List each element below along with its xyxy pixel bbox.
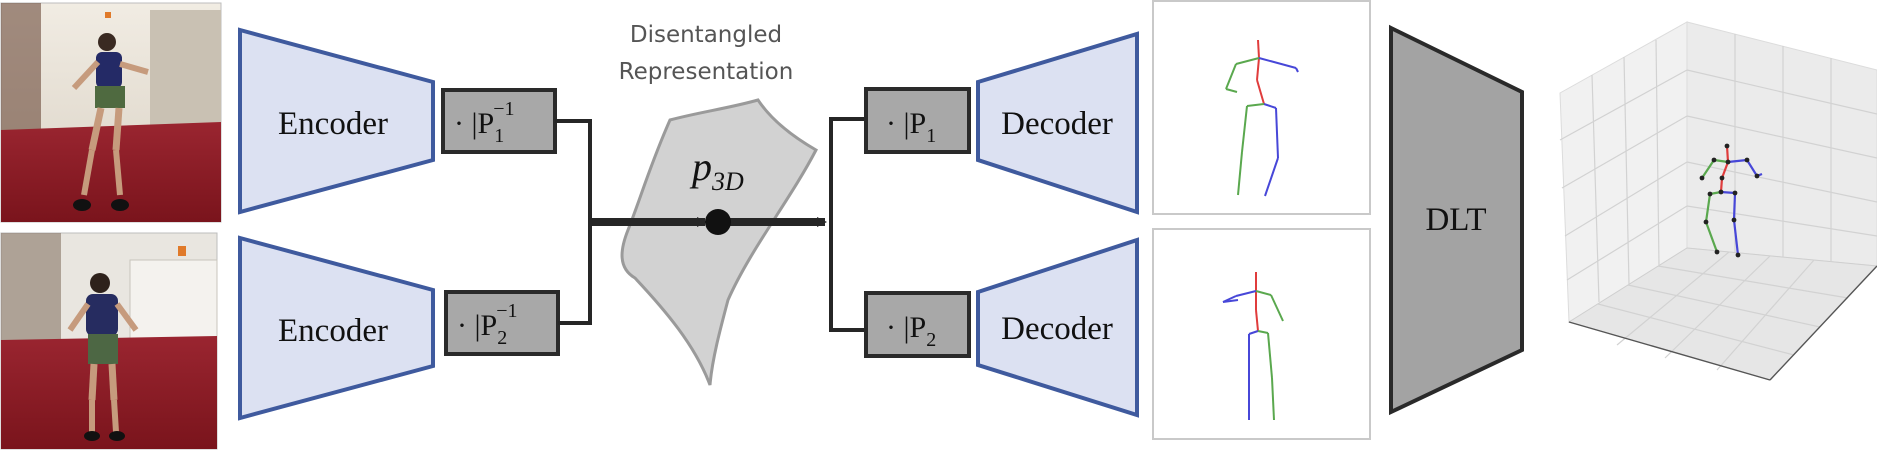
decoder-1: Decoder (976, 31, 1139, 215)
projection-1-sub: 1 (926, 125, 936, 147)
encoder-2: Encoder (238, 235, 435, 421)
projection-2-label: · |P (886, 311, 926, 344)
decoder-2: Decoder (976, 237, 1139, 418)
person-figure-2 (67, 273, 139, 441)
pose-2d-panel-1 (1152, 0, 1371, 215)
latent-representation: Disentangled Representation p3D (619, 22, 818, 386)
inverse-projection-box-1: · |P1 −1 (441, 88, 557, 154)
decoder-split-connector (829, 117, 866, 332)
input-photo-view-1 (0, 2, 222, 223)
decoder-1-label: Decoder (1001, 106, 1113, 142)
inverse-projection-2-sup: −1 (496, 300, 517, 322)
skeleton-2d-1 (1225, 39, 1299, 197)
person-figure-1 (71, 33, 149, 211)
inverse-projection-2-label: · |P (457, 309, 497, 342)
pose-2d-panel-2 (1152, 228, 1371, 440)
svg-text:· |P2−1: · |P2 −1 (457, 300, 517, 349)
svg-text:· |P1−1: · |P1 −1 (454, 98, 514, 147)
latent-caption-line1: Disentangled (630, 22, 782, 48)
input-photo-view-2 (0, 232, 218, 450)
inverse-projection-1-sup: −1 (493, 98, 514, 120)
latent-caption-line2: Representation (619, 59, 794, 85)
projection-box-1: · |P1 (864, 87, 971, 154)
projection-box-2: · |P2 (864, 291, 971, 358)
decoder-2-label: Decoder (1001, 311, 1113, 347)
inverse-projection-1-sub: 1 (494, 125, 504, 147)
skeleton-2d-2 (1222, 272, 1284, 421)
encoder-merge-connector (555, 119, 592, 325)
latent-point (705, 209, 731, 235)
svg-text:· |P1: · |P1 (886, 107, 936, 147)
dlt-block: DLT (1389, 24, 1524, 416)
dlt-label: DLT (1425, 202, 1486, 238)
encoder-1-label: Encoder (278, 106, 388, 142)
inverse-projection-box-2: · |P2 −1 (444, 290, 560, 356)
projection-1-label: · |P (886, 107, 926, 140)
projection-2-sub: 2 (926, 329, 936, 351)
latent-symbol: p (689, 144, 712, 189)
pose-3d-plot (1559, 21, 1877, 381)
latent-manifold (620, 98, 818, 386)
inverse-projection-2-sub: 2 (497, 327, 507, 349)
encoder-1: Encoder (238, 27, 435, 215)
skeleton-3d (1701, 145, 1763, 256)
svg-text:· |P2: · |P2 (886, 311, 936, 351)
svg-text:p3D: p3D (689, 144, 744, 196)
inverse-projection-1-label: · |P (454, 107, 494, 140)
encoder-2-label: Encoder (278, 313, 388, 349)
latent-symbol-sub: 3D (711, 167, 744, 196)
